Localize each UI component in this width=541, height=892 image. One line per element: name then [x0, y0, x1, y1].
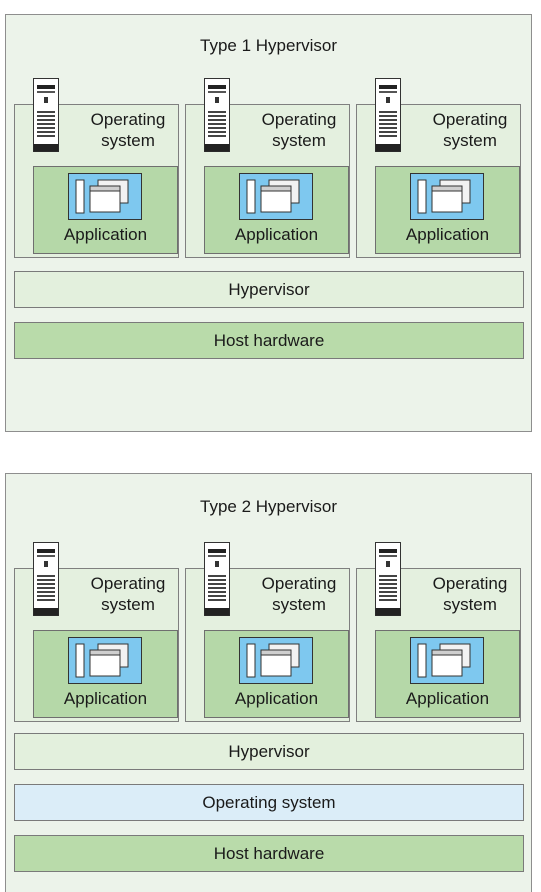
- application-label: Application: [405, 689, 490, 708]
- application-window-icon: [239, 637, 313, 689]
- application-label: Application: [63, 689, 148, 708]
- application-window-icon: [410, 637, 484, 689]
- application-box: Application: [33, 166, 178, 254]
- type1-host-hardware-layer: Host hardware: [14, 322, 524, 359]
- type2-title: Type 2 Hypervisor: [200, 497, 337, 516]
- server-icon: [33, 542, 59, 621]
- type2-host-os-layer: Operating system: [14, 784, 524, 821]
- application-label: Application: [234, 689, 319, 708]
- application-box: Application: [204, 630, 349, 718]
- application-box: Application: [375, 166, 520, 254]
- application-window-icon: [410, 173, 484, 225]
- application-label: Application: [63, 225, 148, 244]
- type2-hypervisor-layer: Hypervisor: [14, 733, 524, 770]
- application-label: Application: [234, 225, 319, 244]
- application-label: Application: [405, 225, 490, 244]
- application-window-icon: [68, 173, 142, 225]
- server-icon: [204, 542, 230, 621]
- type2-host-hardware-layer: Host hardware: [14, 835, 524, 872]
- type1-hypervisor-layer: Hypervisor: [14, 271, 524, 308]
- application-box: Application: [33, 630, 178, 718]
- server-icon: [375, 78, 401, 157]
- server-icon: [33, 78, 59, 157]
- application-box: Application: [375, 630, 520, 718]
- type1-title: Type 1 Hypervisor: [200, 36, 337, 55]
- application-window-icon: [68, 637, 142, 689]
- server-icon: [204, 78, 230, 157]
- application-box: Application: [204, 166, 349, 254]
- application-window-icon: [239, 173, 313, 225]
- server-icon: [375, 542, 401, 621]
